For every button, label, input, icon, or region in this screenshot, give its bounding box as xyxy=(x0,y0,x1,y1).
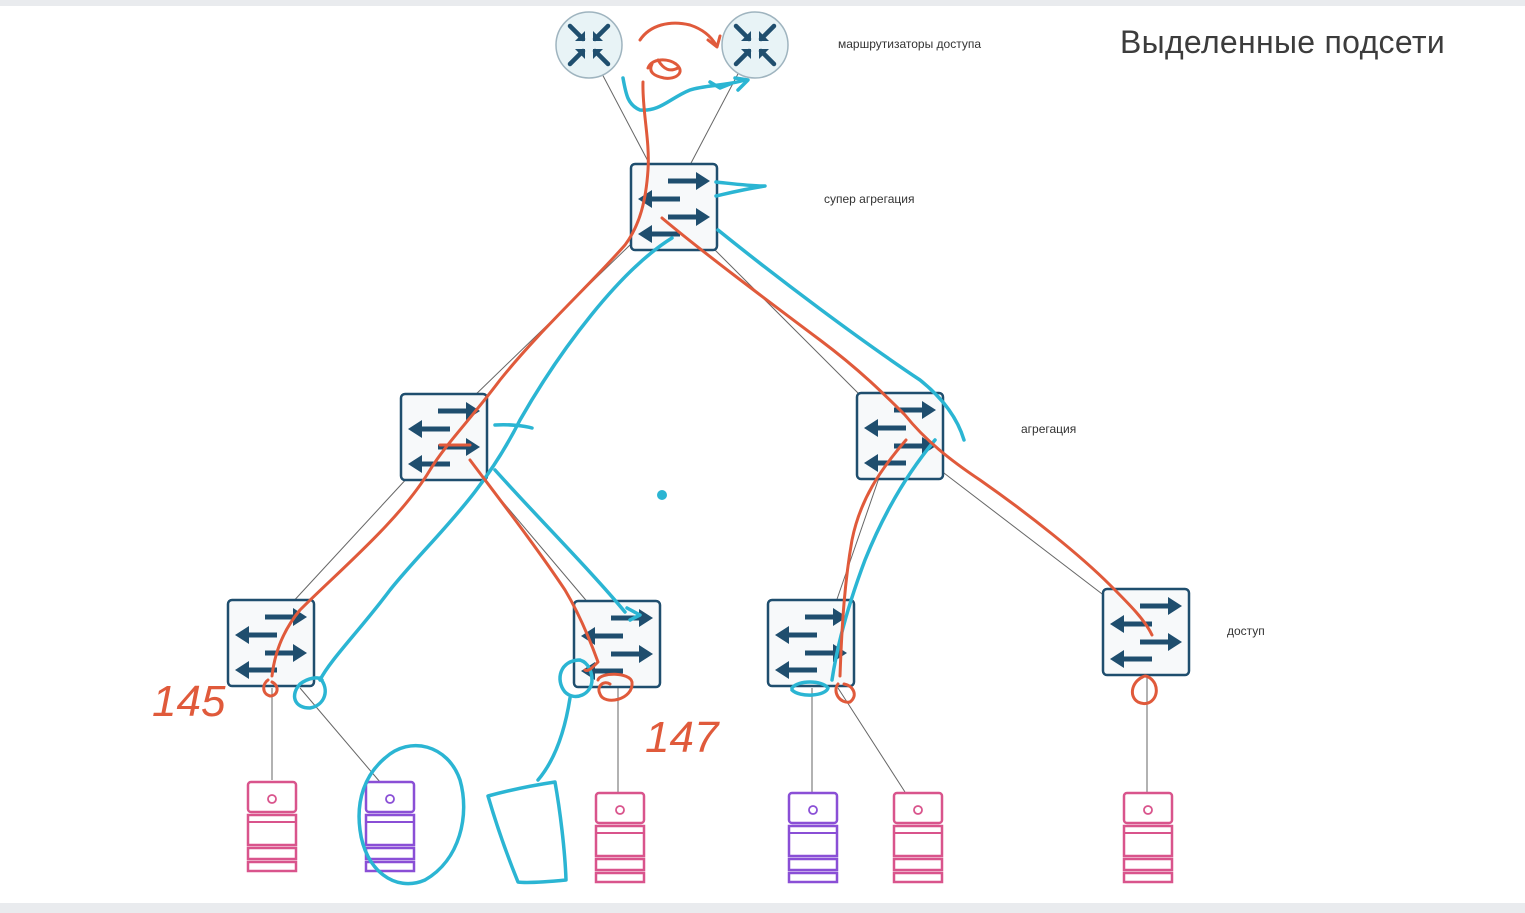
blue-stroke-acc2-down xyxy=(536,696,572,782)
blue-stroke-left-path xyxy=(318,236,674,682)
blue-stroke-agg1-tail xyxy=(493,423,534,430)
label-super-aggregation: супер агрегация xyxy=(824,192,915,206)
blue-stroke-agg1-acc2 xyxy=(493,468,627,614)
server-icon xyxy=(892,791,944,884)
server-icon xyxy=(364,780,416,873)
link-agg2-acc3 xyxy=(834,474,881,606)
blue-stroke-box xyxy=(486,780,568,885)
blue-stroke-right-path xyxy=(716,228,966,442)
link-agg2-acc4 xyxy=(939,469,1111,601)
annotation-right-number: 147 xyxy=(645,713,720,762)
blue-stroke-acc2-mark xyxy=(625,606,642,622)
label-access-routers: маршрутизаторы доступа xyxy=(838,37,982,51)
orange-stroke-acc3-port xyxy=(834,682,856,704)
orange-stroke-scribble xyxy=(646,58,682,80)
link-agg1-acc1 xyxy=(289,474,411,606)
orange-stroke-left-path xyxy=(270,80,650,678)
orange-stroke-right-path xyxy=(660,216,1154,637)
blue-stroke-acc3-loop xyxy=(790,680,830,697)
server-icon xyxy=(787,791,839,884)
orange-annotation xyxy=(262,21,1158,705)
blue-stroke-server-circle xyxy=(357,743,466,886)
switch-icon xyxy=(631,164,717,250)
link-acc3-srv5 xyxy=(837,687,906,793)
blue-stroke-agg2-acc3 xyxy=(830,438,937,682)
bottom-bar xyxy=(0,903,1525,913)
blue-annotation xyxy=(292,76,966,886)
orange-stroke-acc4-port xyxy=(1130,674,1158,705)
orange-stroke-acc2-port xyxy=(596,672,634,702)
link-router2-super xyxy=(689,69,741,166)
link-super-agg2 xyxy=(709,244,866,401)
orange-stroke-router-arrowhead xyxy=(706,34,722,49)
blue-stroke-routers xyxy=(621,76,747,112)
switch-icon xyxy=(1103,589,1189,675)
link-router1-super xyxy=(599,69,651,166)
orange-stroke-agg1-acc2 xyxy=(468,458,600,672)
switch-icon xyxy=(857,393,943,479)
top-bar xyxy=(0,0,1525,6)
orange-stroke-acc1-port xyxy=(262,678,279,698)
server-icon xyxy=(1122,791,1174,884)
orange-stroke-agg2-acc3 xyxy=(838,438,908,678)
blue-stroke-left-loop xyxy=(292,676,327,710)
orange-stroke-router-arc xyxy=(638,21,718,47)
blue-dot xyxy=(657,490,667,500)
router-icon xyxy=(556,12,622,78)
link-acc1-srv2 xyxy=(299,687,381,783)
topology-links xyxy=(271,69,1148,793)
label-aggregation: агрегация xyxy=(1021,422,1077,436)
router-icon xyxy=(722,12,788,78)
annotation-left-number: 145 xyxy=(152,677,226,726)
label-access: доступ xyxy=(1227,624,1265,638)
blue-stroke-acc2-loop xyxy=(558,658,594,699)
blue-stroke-router-arrow xyxy=(708,76,750,92)
slide-title: Выделенные подсети xyxy=(1120,24,1446,60)
blue-stroke-super-tail xyxy=(714,180,767,198)
server-icon xyxy=(594,791,646,884)
server-icon xyxy=(246,780,298,873)
